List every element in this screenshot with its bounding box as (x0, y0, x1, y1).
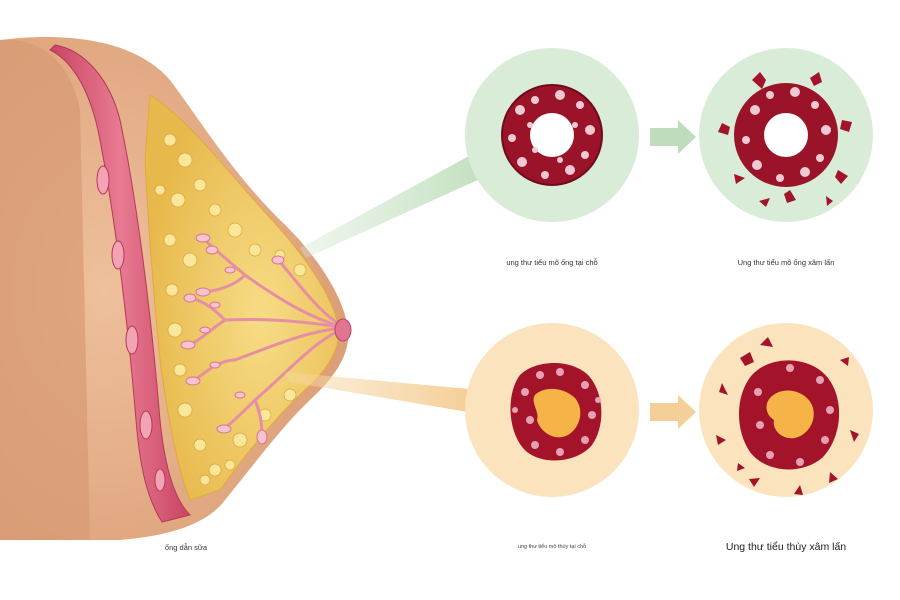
ductal-in-situ-cells (501, 84, 603, 186)
fat-lobules (154, 133, 307, 486)
label-ductal-in-situ: ung thư tiểu mô ống tại chỗ (506, 258, 598, 267)
label-milk-duct: ống dẫn sữa (164, 543, 208, 552)
muscle-fibres (96, 165, 166, 492)
lobular-invasive-cells (716, 337, 859, 495)
breast-cross-section (0, 36, 352, 541)
label-lobular-in-situ: ung thư tiểu mô thùy tại chỗ (517, 544, 587, 550)
pectoral-muscle (49, 44, 191, 523)
ductal-progress-arrow (650, 120, 696, 154)
ductal-pointer-beam (300, 150, 482, 258)
label-ductal-invasive: Ung thư tiểu mô ống xâm lấn (737, 258, 835, 267)
ductal-invasive-cells (718, 72, 852, 207)
lobular-in-situ-cells (510, 362, 602, 461)
milk-lobules (180, 233, 285, 445)
chest-wall (0, 39, 90, 541)
lobular-progress-arrow (650, 395, 696, 429)
lobular-pointer-beam (285, 372, 480, 414)
nipple (334, 318, 352, 342)
label-lobular-invasive: Ung thư tiểu thùy xâm lấn (725, 541, 847, 553)
